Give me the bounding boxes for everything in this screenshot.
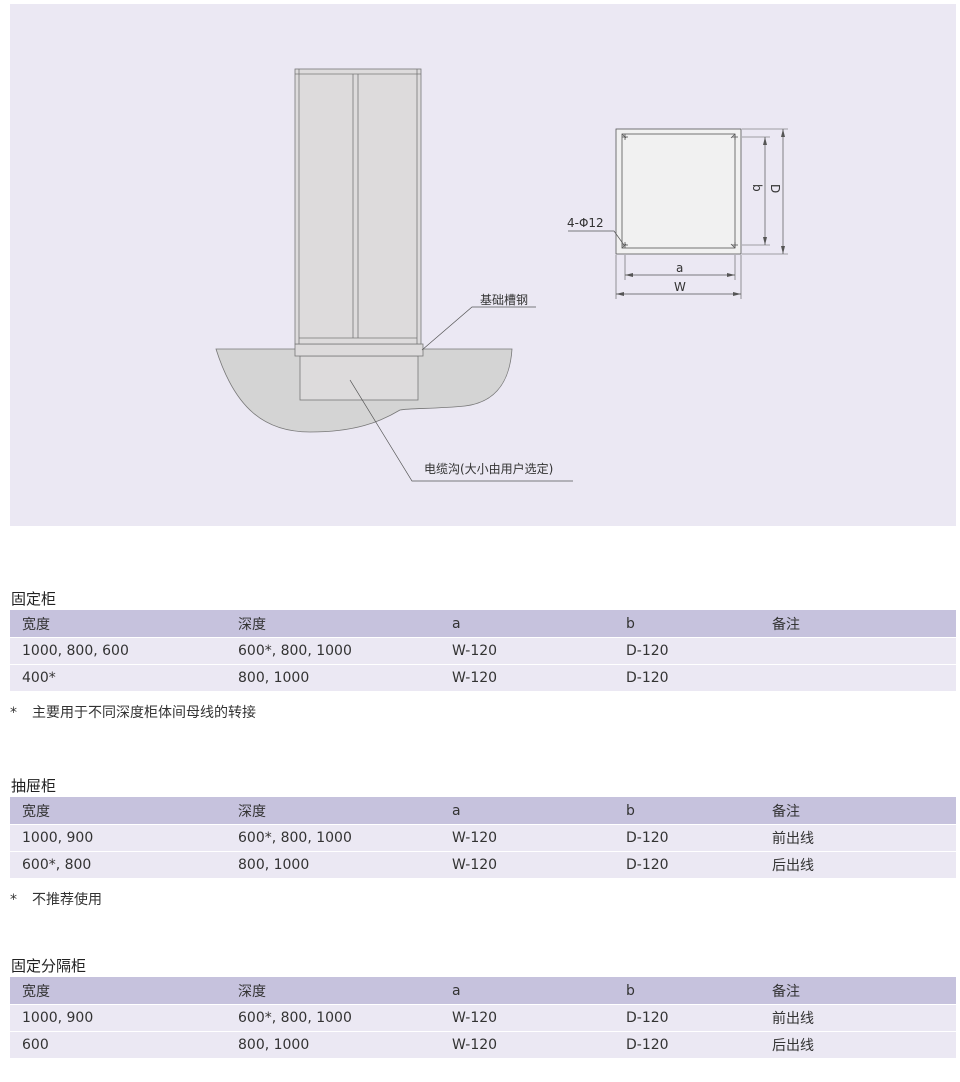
header-depth: 深度 <box>226 610 440 638</box>
header-b: b <box>614 977 760 1005</box>
section-drawer-cabinet: 抽屉柜 宽度 深度 a b 备注 1000, 900 600*, 800, 10… <box>10 775 956 909</box>
cell-width: 400* <box>10 664 226 691</box>
label-b: b <box>750 184 764 192</box>
cell-remark: 前出线 <box>760 1004 956 1032</box>
channel-steel <box>294 343 424 357</box>
note-mark: * <box>10 892 17 908</box>
cell-b: D-120 <box>614 851 760 878</box>
note-mark: * <box>10 705 17 721</box>
section-title: 固定柜 <box>11 590 57 608</box>
cell-a: W-120 <box>440 824 614 852</box>
header-remark: 备注 <box>760 610 956 638</box>
note-text: 主要用于不同深度柜体间母线的转接 <box>32 705 256 721</box>
cell-a: W-120 <box>440 637 614 665</box>
plan-view <box>615 128 742 255</box>
label-cable-trench: 电缆沟(大小由用户选定) <box>424 461 553 476</box>
cell-width: 1000, 800, 600 <box>10 637 226 665</box>
table-row: 600 800, 1000 W-120 D-120 后出线 <box>10 1031 956 1058</box>
table-header-row: 宽度 深度 a b 备注 <box>10 977 956 1005</box>
header-width: 宽度 <box>10 977 226 1005</box>
header-a: a <box>440 797 614 825</box>
label-W: W <box>674 280 686 294</box>
table-row: 400* 800, 1000 W-120 D-120 <box>10 664 956 691</box>
table-note: * 主要用于不同深度柜体间母线的转接 <box>10 702 956 722</box>
cell-remark <box>760 664 956 691</box>
cell-width: 1000, 900 <box>10 1004 226 1032</box>
cell-b: D-120 <box>614 637 760 665</box>
cell-remark: 后出线 <box>760 1031 956 1058</box>
diagram-svg: 基础槽钢 电缆沟(大小由用户选定) 4-Φ12 <box>215 68 788 482</box>
cell-b: D-120 <box>614 664 760 691</box>
table-row: 1000, 900 600*, 800, 1000 W-120 D-120 前出… <box>10 824 956 852</box>
header-a: a <box>440 610 614 638</box>
table-header-row: 宽度 深度 a b 备注 <box>10 797 956 825</box>
spec-table: 宽度 深度 a b 备注 1000, 900 600*, 800, 1000 W… <box>10 977 956 1058</box>
header-b: b <box>614 797 760 825</box>
table-row: 600*, 800 800, 1000 W-120 D-120 后出线 <box>10 851 956 878</box>
cell-b: D-120 <box>614 1004 760 1032</box>
section-fixed-cabinet: 固定柜 宽度 深度 a b 备注 1000, 800, 600 600*, 80… <box>10 588 956 722</box>
header-depth: 深度 <box>226 977 440 1005</box>
table-note: * 不推荐使用 <box>10 889 956 909</box>
section-fixed-partition-cabinet: 固定分隔柜 宽度 深度 a b 备注 1000, 900 600*, 800, … <box>10 955 956 1058</box>
cell-remark: 后出线 <box>760 851 956 878</box>
cell-width: 1000, 900 <box>10 824 226 852</box>
cable-trench <box>299 355 419 401</box>
header-remark: 备注 <box>760 977 956 1005</box>
cell-depth: 800, 1000 <box>226 664 440 691</box>
spec-table: 宽度 深度 a b 备注 1000, 800, 600 600*, 800, 1… <box>10 610 956 691</box>
cell-a: W-120 <box>440 664 614 691</box>
cell-remark <box>760 637 956 665</box>
cell-depth: 600*, 800, 1000 <box>226 1004 440 1032</box>
header-width: 宽度 <box>10 610 226 638</box>
header-depth: 深度 <box>226 797 440 825</box>
installation-diagram: 基础槽钢 电缆沟(大小由用户选定) 4-Φ12 <box>10 4 956 526</box>
note-text: 不推荐使用 <box>32 892 102 908</box>
cell-a: W-120 <box>440 1004 614 1032</box>
label-D: D <box>768 184 782 193</box>
header-b: b <box>614 610 760 638</box>
cell-b: D-120 <box>614 824 760 852</box>
cell-depth: 600*, 800, 1000 <box>226 637 440 665</box>
cell-remark: 前出线 <box>760 824 956 852</box>
label-a: a <box>676 261 683 275</box>
table-row: 1000, 800, 600 600*, 800, 1000 W-120 D-1… <box>10 637 956 665</box>
cell-b: D-120 <box>614 1031 760 1058</box>
section-title: 固定分隔柜 <box>11 957 87 975</box>
table-row: 1000, 900 600*, 800, 1000 W-120 D-120 前出… <box>10 1004 956 1032</box>
cell-depth: 800, 1000 <box>226 851 440 878</box>
cell-depth: 600*, 800, 1000 <box>226 824 440 852</box>
section-title: 抽屉柜 <box>11 777 57 795</box>
label-channel-steel: 基础槽钢 <box>480 293 528 307</box>
cell-width: 600 <box>10 1031 226 1058</box>
cell-width: 600*, 800 <box>10 851 226 878</box>
spec-table: 宽度 深度 a b 备注 1000, 900 600*, 800, 1000 W… <box>10 797 956 878</box>
cell-a: W-120 <box>440 851 614 878</box>
header-a: a <box>440 977 614 1005</box>
cell-a: W-120 <box>440 1031 614 1058</box>
header-remark: 备注 <box>760 797 956 825</box>
header-width: 宽度 <box>10 797 226 825</box>
table-header-row: 宽度 深度 a b 备注 <box>10 610 956 638</box>
label-holes: 4-Φ12 <box>567 216 604 230</box>
cell-depth: 800, 1000 <box>226 1031 440 1058</box>
